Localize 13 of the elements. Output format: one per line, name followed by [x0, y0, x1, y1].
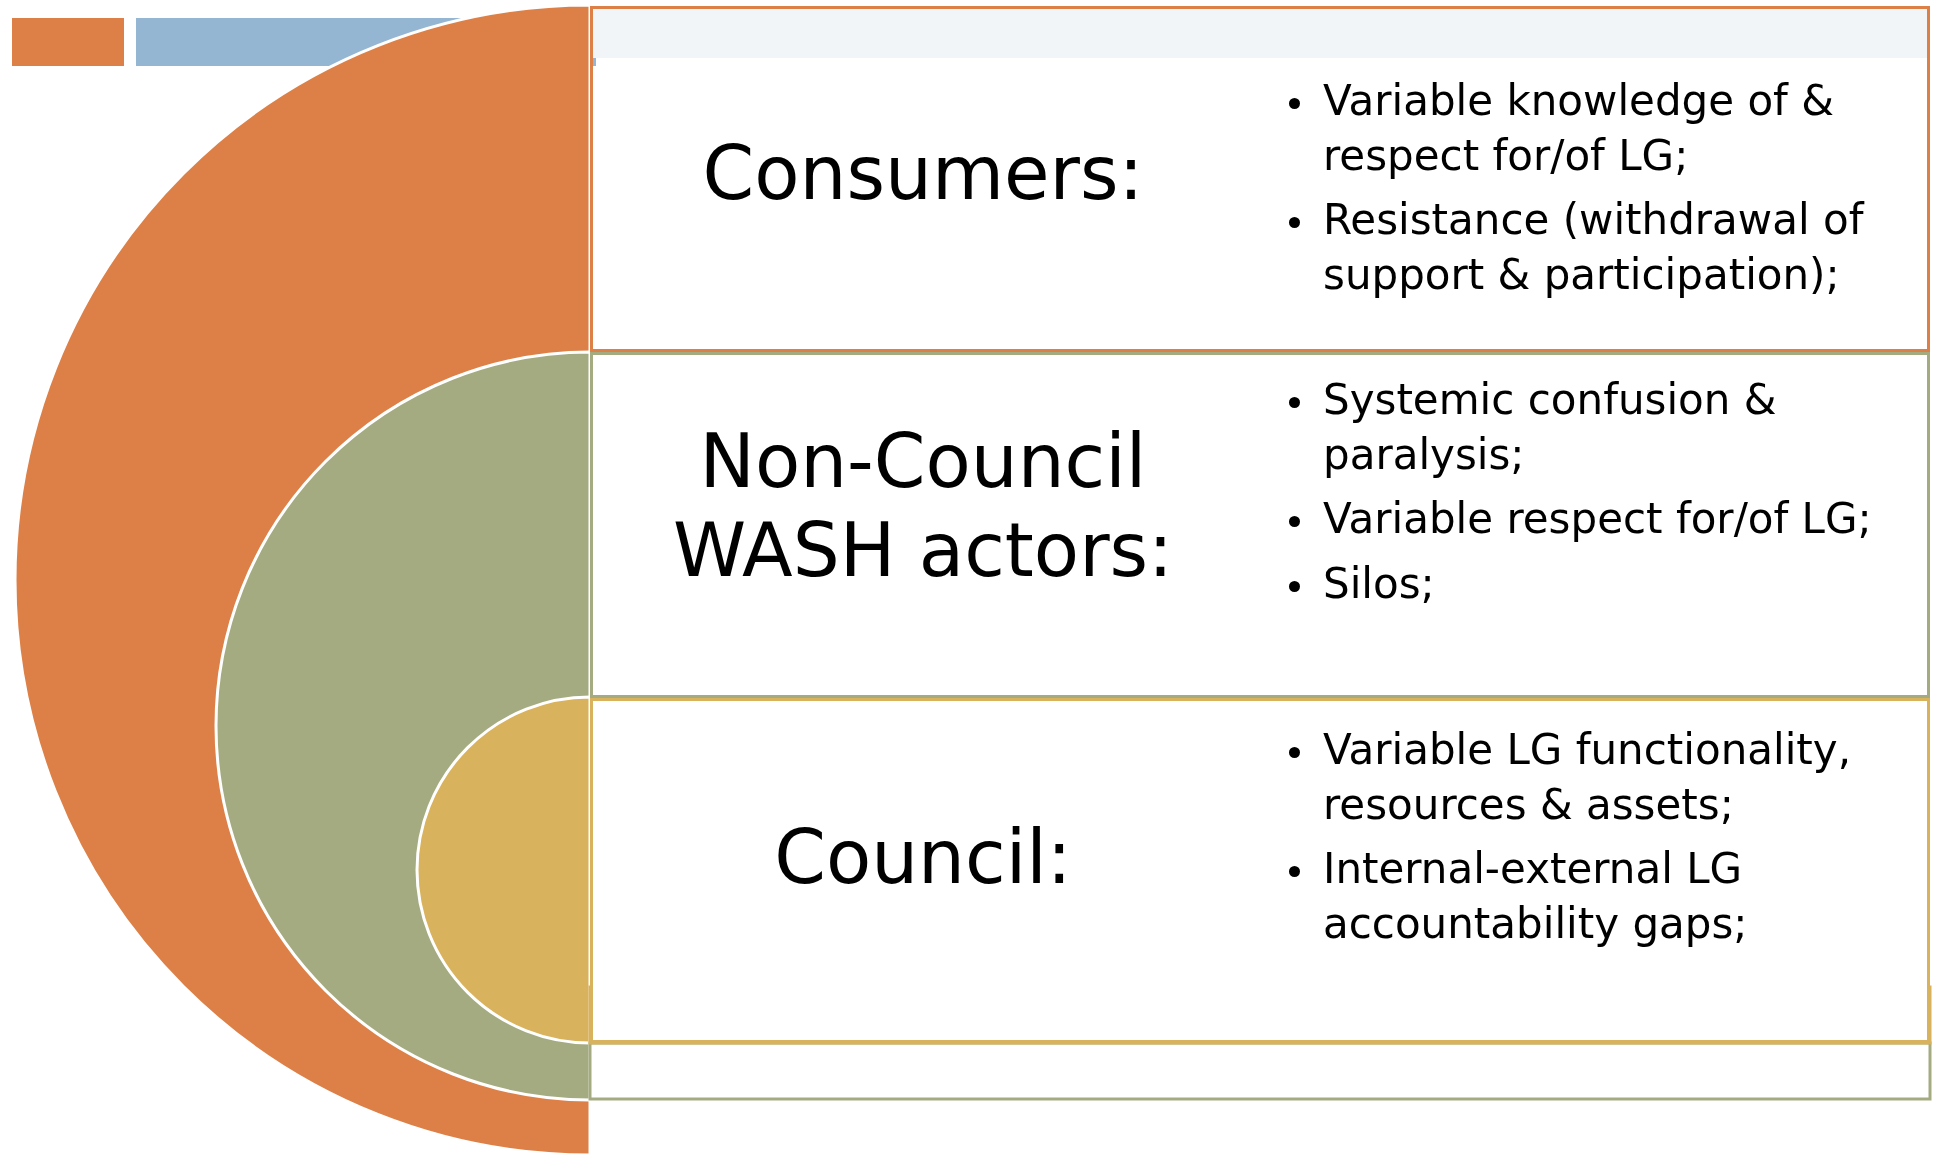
bullet-text: Silos;	[1323, 558, 1435, 608]
row-heading: Council:	[773, 813, 1073, 902]
bullet-text: Internal-external LG accountability gaps;	[1323, 844, 1748, 948]
bullet-text: Resistance (withdrawal of support & participation);	[1323, 195, 1864, 299]
row-heading: Consumers:	[701, 129, 1145, 218]
bullet-text: Systemic confusion & paralysis;	[1323, 375, 1777, 479]
row-panel	[590, 6, 1930, 352]
bullet-text: Variable respect for/of LG;	[1323, 494, 1872, 544]
row-panel	[590, 352, 1930, 698]
row-panel	[590, 698, 1930, 1043]
bullet-text: Variable LG functionality, resources & assets;	[1323, 725, 1851, 829]
bullet-text: Variable knowledge of & respect for/of LG;	[1323, 76, 1834, 180]
row-heading: Non-Council WASH actors:	[671, 417, 1175, 595]
